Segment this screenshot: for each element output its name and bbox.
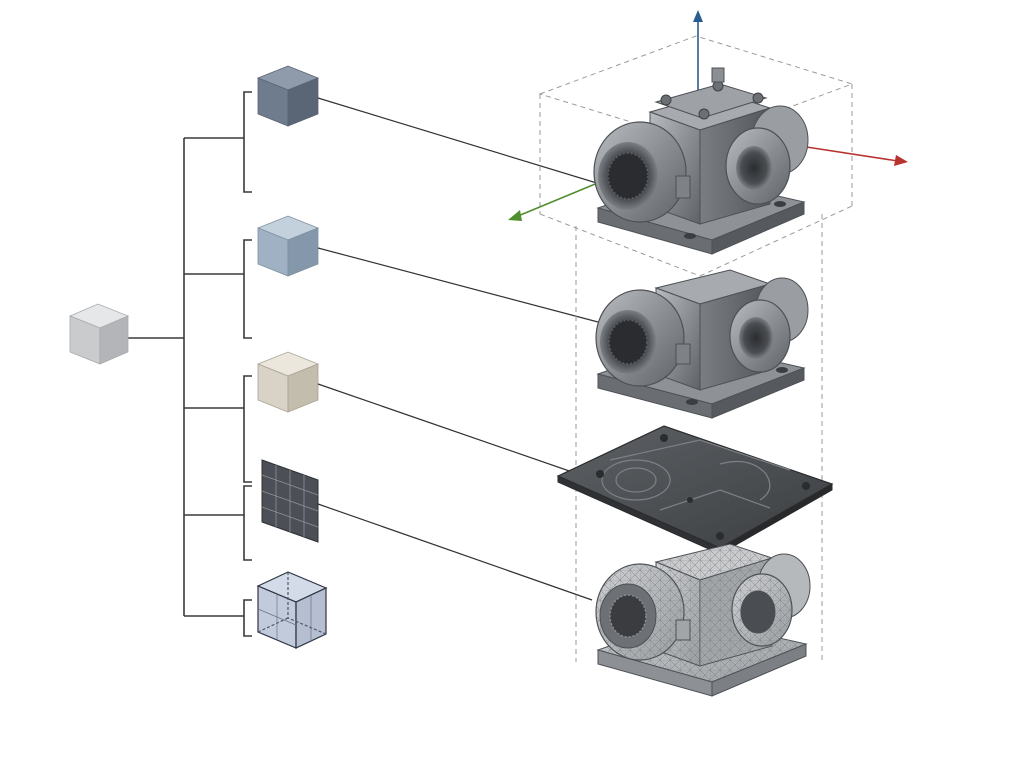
leader-line-1 (317, 97, 601, 185)
axis-left (517, 181, 601, 217)
tree-bracket-1 (243, 91, 252, 193)
grid-panel-icon (261, 459, 319, 543)
valve-body-solid-icon (595, 269, 809, 419)
hierarchy-tree (128, 91, 252, 637)
surface-plate-icon (556, 425, 834, 555)
solid-cube-icon (68, 303, 130, 365)
leader-line-4 (317, 503, 593, 601)
leader-lines (317, 97, 601, 601)
axis-left-arrow-icon (508, 210, 522, 221)
leader-line-3 (317, 383, 579, 475)
beige-cube-icon (256, 351, 320, 413)
valve-body-assembled-icon (593, 67, 809, 255)
tree-bracket-3 (243, 375, 252, 483)
valve-body-mesh-icon (595, 543, 811, 697)
wireframe-cube-icon (256, 571, 328, 649)
slate-cube-icon (256, 65, 320, 127)
tree-bracket-4 (243, 485, 252, 561)
tree-bracket-2 (243, 239, 252, 339)
tree-bracket-5 (243, 599, 252, 637)
axis-right-arrow-icon (894, 155, 908, 166)
axis-right (799, 145, 899, 162)
axis-up-arrow-icon (693, 10, 703, 22)
leader-line-2 (317, 247, 599, 323)
blue-grey-cube-icon (256, 215, 320, 277)
